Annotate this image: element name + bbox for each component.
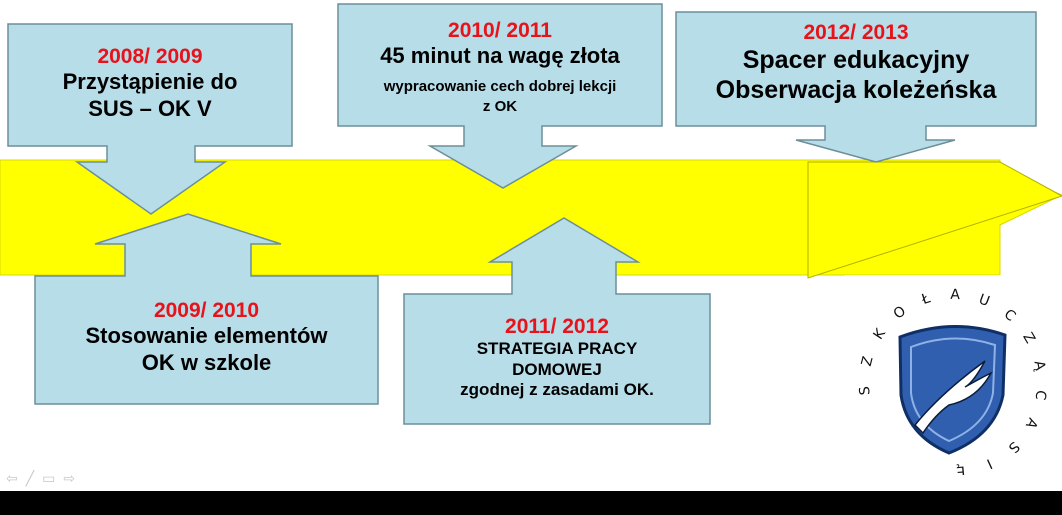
callout-2008-shape [7, 23, 293, 215]
logo-ring-letter: I [984, 455, 994, 471]
callout-2010-shape [337, 3, 663, 189]
callout-2011-shape [403, 217, 711, 425]
callout-2009-line2: OK w szkole [141, 349, 272, 375]
callout-2009-year: 2009/ 2010 [153, 299, 260, 322]
logo-ring-letter: A [950, 287, 960, 303]
callout-2009: 2009/ 2010 Stosowanie elementów OK w szk… [35, 298, 378, 376]
callout-2011-year: 2011/ 2012 [505, 315, 609, 338]
callout-2010-line1: wypracowanie cech dobrej lekcji [383, 77, 617, 95]
bottom-black-bar [0, 491, 1062, 515]
callout-2008-line2: SUS – OK V [88, 95, 212, 121]
callout-2008: 2008/ 2009 Przystąpienie do SUS – OK V [8, 44, 292, 122]
logo-ring-letter: O [891, 303, 909, 322]
logo-ring-letter: Z [1019, 330, 1038, 346]
logo-ring-letter: U [976, 291, 991, 310]
callout-2011-line2: DOMOWEJ [512, 359, 602, 379]
logo-ring-letter: Z [859, 355, 877, 368]
callout-2010: 2010/ 2011 45 minut na wagę złota wyprac… [338, 18, 662, 116]
timeline-arrow-head [807, 161, 1062, 279]
callout-2012-line2: Obserwacja koleżeńska [715, 76, 997, 105]
logo-ring-letter: Ę [956, 462, 966, 475]
pen-icon[interactable]: ╱ [25, 470, 35, 486]
logo-ring-letter: K [870, 325, 889, 342]
logo-ring-letter: C [1032, 389, 1049, 401]
arrow-right-icon[interactable]: ⇨ [63, 470, 76, 486]
callout-2012-line1: Spacer edukacyjny [742, 46, 970, 75]
arrow-left-icon[interactable]: ⇦ [6, 470, 18, 486]
logo-ring-letter: C [1001, 306, 1019, 325]
callout-2011-line1: STRATEGIA PRACY [476, 339, 638, 359]
slide-nav: ⇦ ╱ ▭ ⇨ [6, 470, 75, 487]
callout-2012: 2012/ 2013 Spacer edukacyjny Obserwacja … [676, 20, 1036, 105]
logo-ring-letter: S [857, 385, 874, 395]
callout-2011: 2011/ 2012 STRATEGIA PRACY DOMOWEJ zgodn… [404, 314, 710, 400]
menu-icon[interactable]: ▭ [42, 470, 56, 486]
logo-ring-letter: Ł [919, 290, 932, 308]
callout-2011-line3: zgodnej z zasadami OK. [460, 379, 654, 399]
callout-2012-year: 2012/ 2013 [803, 21, 909, 44]
callout-2012-shape [675, 11, 1037, 163]
callout-2010-year: 2010/ 2011 [448, 19, 552, 42]
callout-2009-shape [34, 213, 379, 405]
logo-ring-letter: Ą [1031, 359, 1049, 372]
logo-ring-letter: A [1022, 415, 1041, 431]
logo-ring-letter: S [1005, 438, 1023, 456]
callout-2008-year: 2008/ 2009 [97, 45, 203, 68]
callout-2010-line2: z OK [482, 97, 518, 115]
callout-2008-line1: Przystąpienie do [62, 69, 238, 95]
callout-2009-line1: Stosowanie elementów [85, 323, 328, 349]
callout-2010-title: 45 minut na wagę złota [380, 43, 620, 69]
